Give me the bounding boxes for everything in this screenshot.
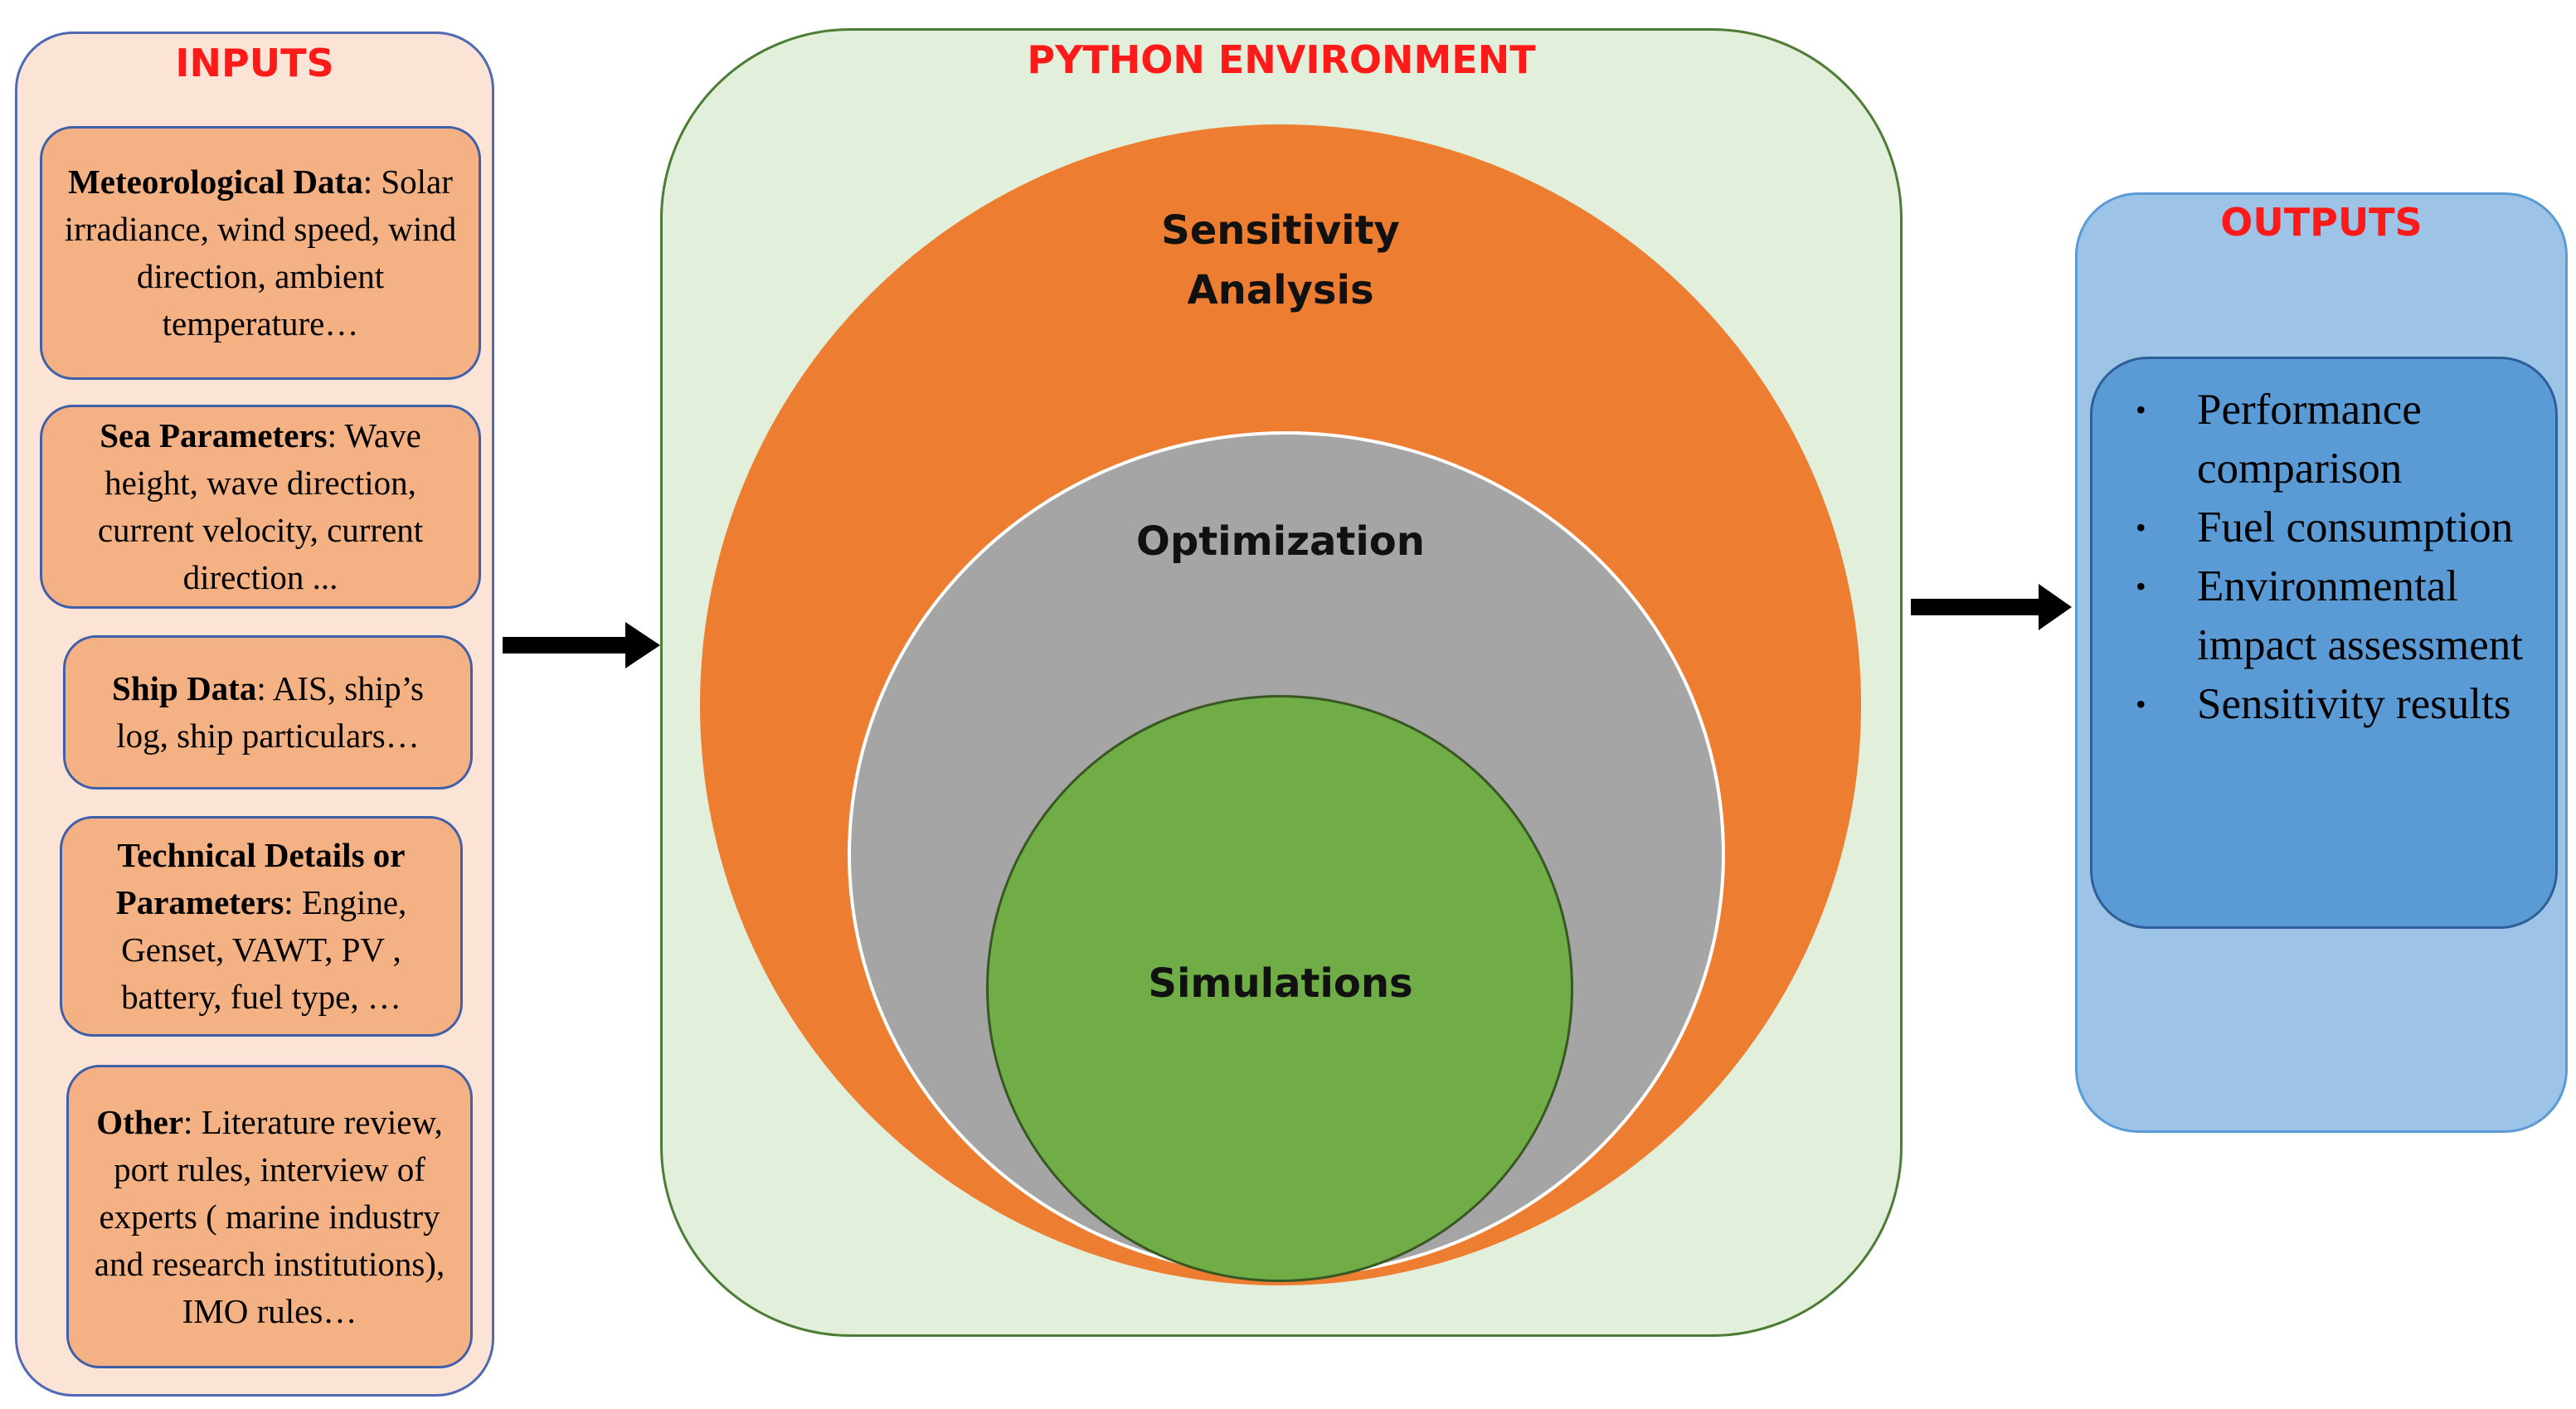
simulations-circle xyxy=(986,695,1573,1282)
input-sea-parameters: Sea Parameters: Wave height, wave direct… xyxy=(40,405,481,609)
list-item: • Fuel consumption xyxy=(2136,498,2539,557)
input-label: Other xyxy=(96,1102,184,1141)
input-technical-details: Technical Details or Parameters: Engine,… xyxy=(60,816,463,1037)
input-label: Sea Parameters xyxy=(100,416,328,454)
bullet-dot-icon: • xyxy=(2136,393,2146,426)
bullet-dot-icon: • xyxy=(2136,687,2146,721)
output-item-text: Fuel consumption xyxy=(2197,503,2514,551)
output-item-text: Environmental impact assessment xyxy=(2197,562,2523,669)
bullet-dot-icon: • xyxy=(2136,570,2146,603)
sensitivity-label-line2: Analysis xyxy=(1187,267,1374,313)
list-item: • Sensitivity results xyxy=(2136,675,2539,734)
input-meteorological-data: Meteorological Data: Solar irradiance, w… xyxy=(40,126,481,380)
input-text: : AIS, ship’s log, ship particulars… xyxy=(116,669,424,755)
simulations-label: Simulations xyxy=(1148,960,1413,1007)
input-text: : Solar irradiance, wind speed, wind dir… xyxy=(64,163,457,343)
input-text: : Engine, Genset, VAWT, PV , battery, fu… xyxy=(121,883,407,1016)
sensitivity-label-line1: Sensitivity xyxy=(1161,207,1400,254)
input-other: Other: Literature review, port rules, in… xyxy=(66,1065,473,1368)
outputs-list: • Performance comparison • Fuel consumptio… xyxy=(2136,381,2539,734)
outputs-title: OUTPUTS xyxy=(2220,200,2423,245)
input-label: Ship Data xyxy=(112,669,257,707)
input-text: : Wave height, wave direction, current v… xyxy=(97,416,424,596)
output-item-text: Sensitivity results xyxy=(2197,680,2511,728)
input-ship-data: Ship Data: AIS, ship’s log, ship particu… xyxy=(63,635,473,790)
python-environment-title: PYTHON ENVIRONMENT xyxy=(1027,37,1536,82)
input-label: Technical Details or Parameters xyxy=(115,836,406,921)
input-text: : Literature review, port rules, intervi… xyxy=(94,1102,445,1330)
bullet-dot-icon: • xyxy=(2136,511,2146,544)
optimization-label: Optimization xyxy=(1136,518,1425,565)
list-item: • Performance comparison xyxy=(2136,381,2539,498)
list-item: • Environmental impact assessment xyxy=(2136,557,2539,675)
inputs-title: INPUTS xyxy=(175,41,334,85)
output-item-text: Performance comparison xyxy=(2197,386,2422,493)
sensitivity-analysis-label: Sensitivity Analysis xyxy=(1073,201,1488,320)
input-label: Meteorological Data xyxy=(68,163,363,201)
right-arrow-icon xyxy=(503,622,660,668)
outputs-list-box: • Performance comparison • Fuel consumptio… xyxy=(2090,357,2558,929)
right-arrow-icon xyxy=(1911,584,2072,630)
